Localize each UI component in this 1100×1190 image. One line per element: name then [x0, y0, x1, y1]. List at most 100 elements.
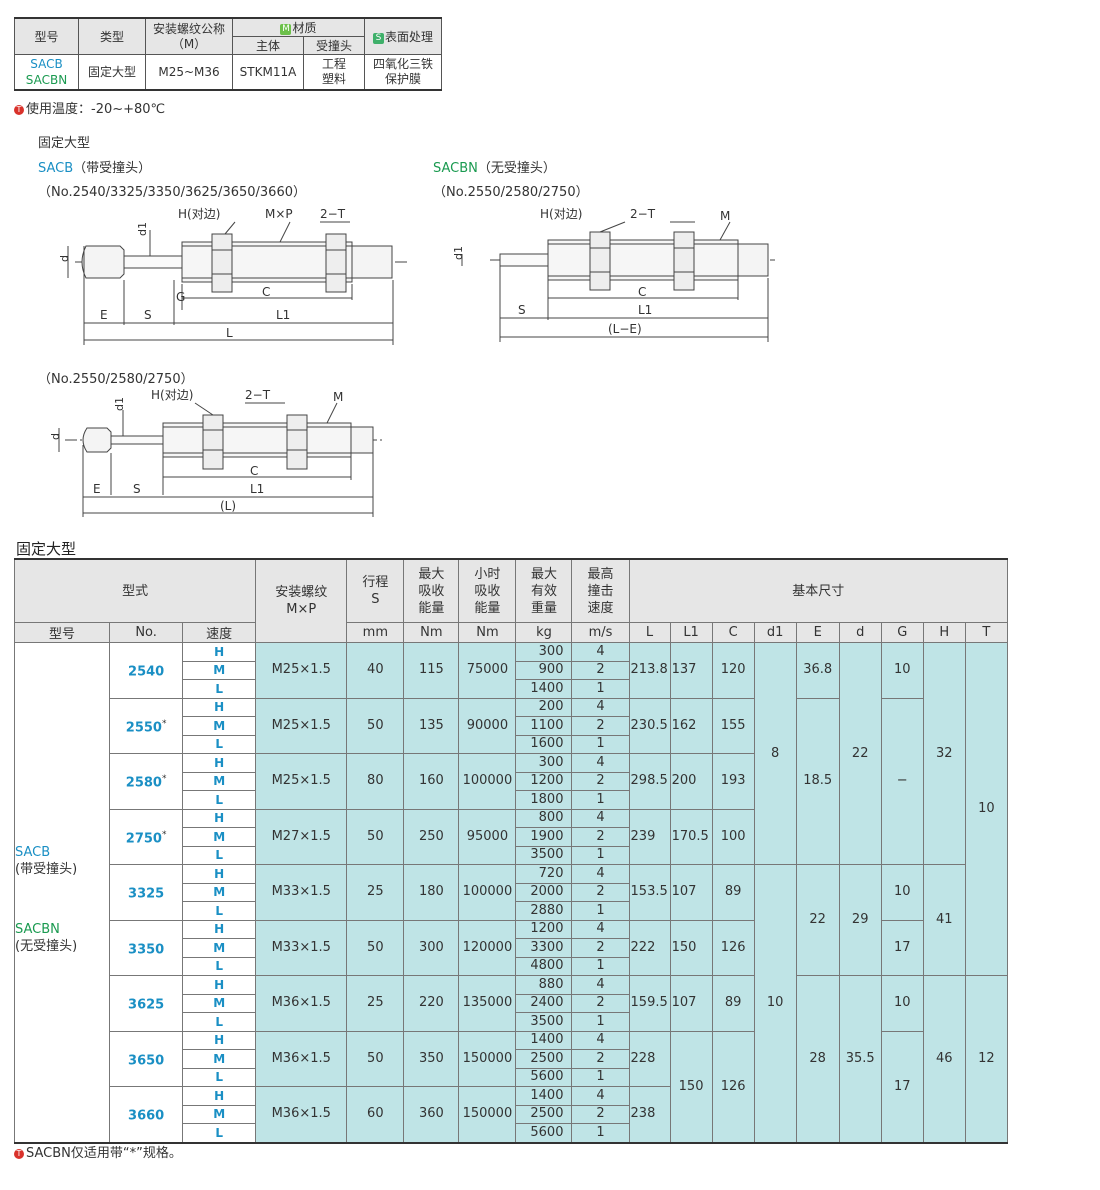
footnote-text: SACBN仅适用带“*”规格。 — [26, 1146, 182, 1161]
no-value: 2540 — [128, 664, 165, 680]
th-maxweight: 最大有效重量 — [515, 558, 573, 623]
model-sacb-sub: (带受撞头) — [15, 861, 78, 877]
no-star: * — [161, 774, 167, 785]
weight-cell: 1400 — [515, 1030, 573, 1050]
dim-d-cell: 29 — [838, 864, 882, 976]
spec-head: 工程 塑料 — [303, 54, 365, 91]
dim-d-cell: 35.5 — [838, 975, 882, 1143]
thread-cell: M33×1.5 — [255, 919, 348, 976]
th-thread-l2: M×P — [286, 602, 317, 617]
th-maxabs: 最大吸收能量 — [403, 558, 460, 623]
thread-cell: M36×1.5 — [255, 1030, 348, 1087]
dim-c-cell: 126 — [711, 919, 755, 976]
weight-cell: 3500 — [515, 845, 573, 865]
speed-cell: H — [182, 1030, 257, 1050]
s-cell: 25 — [346, 975, 405, 1032]
no-cell: 3660 — [109, 1086, 184, 1143]
velocity-cell: 2 — [571, 993, 630, 1013]
dim-d-cell: 22 — [838, 642, 882, 865]
no-cell: 2550* — [109, 697, 184, 754]
velocity-cell: 4 — [571, 864, 630, 884]
speed-cell: L — [182, 790, 257, 810]
s-cell: 80 — [346, 753, 405, 810]
dim-l-cell: 213.8 — [628, 642, 671, 699]
dim-g-cell: 17 — [880, 1030, 924, 1143]
speed-cell: L — [182, 956, 257, 976]
s-cell: 50 — [346, 919, 405, 976]
spec-thread: M25~M36 — [145, 54, 233, 91]
weight-cell: 2000 — [515, 882, 573, 902]
table-title: 固定大型 — [16, 540, 77, 558]
speed-cell: L — [182, 1123, 257, 1143]
th-dims: 基本尺寸 — [628, 558, 1009, 623]
th-maxspeed-l1: 最高 — [587, 566, 614, 582]
dim-g-cell: − — [880, 697, 924, 865]
th-dim-d1: d1 — [753, 622, 797, 643]
dim-l1-cell: 137 — [669, 642, 713, 699]
th-maxabs-l2: 吸收 — [418, 583, 445, 599]
velocity-cell: 1 — [571, 901, 630, 921]
no-value: 3625 — [128, 997, 165, 1013]
th-dim-h: H — [922, 622, 966, 643]
note-icon: T — [14, 105, 24, 115]
diagram1-label-d: d — [58, 255, 71, 262]
weight-cell: 1900 — [515, 827, 573, 847]
no-cell: 3650 — [109, 1030, 184, 1087]
th-hourabs-l2: 吸收 — [474, 583, 501, 599]
weight-cell: 300 — [515, 642, 573, 662]
weight-cell: 1400 — [515, 679, 573, 699]
dim-l1-cell: 150 — [669, 919, 713, 976]
spec-head-2: 塑料 — [321, 72, 346, 86]
th-dim-d: d — [838, 622, 882, 643]
weight-cell: 2880 — [515, 901, 573, 921]
hourabs-cell: 100000 — [458, 864, 517, 921]
velocity-cell: 2 — [571, 660, 630, 680]
weight-cell: 1600 — [515, 734, 573, 754]
weight-cell: 1100 — [515, 716, 573, 736]
weight-cell: 720 — [515, 864, 573, 884]
th-hourabs-l1: 小时 — [474, 566, 501, 582]
dim-h-cell: 32 — [922, 642, 966, 865]
speed-cell: H — [182, 864, 257, 884]
s-cell: 50 — [346, 697, 405, 754]
diagram2-label-t: 2−T — [630, 207, 656, 221]
weight-cell: 3500 — [515, 1012, 573, 1032]
velocity-cell: 1 — [571, 734, 630, 754]
th-maxabs-l3: 能量 — [418, 600, 445, 616]
velocity-cell: 4 — [571, 1030, 630, 1050]
diagram2-label-l1: L1 — [638, 303, 652, 317]
th-hourabs-l3: 能量 — [474, 600, 501, 616]
spec-header-body: 主体 — [232, 36, 304, 55]
th-maxabs-l1: 最大 — [418, 566, 445, 582]
diagram1-label-d1: d1 — [136, 222, 149, 236]
velocity-cell: 1 — [571, 1012, 630, 1032]
diagram2-label-s: S — [518, 303, 526, 317]
diagram2-label-h: H(对边) — [540, 207, 582, 221]
diagram3-label-m: M — [333, 390, 343, 404]
hourabs-cell: 95000 — [458, 808, 517, 865]
diagram1-title-desc: （带受撞头） — [73, 161, 152, 176]
thread-cell: M36×1.5 — [255, 975, 348, 1032]
speed-cell: M — [182, 1104, 257, 1124]
no-value: 3325 — [128, 886, 165, 902]
hourabs-cell: 135000 — [458, 975, 517, 1032]
velocity-cell: 2 — [571, 1104, 630, 1124]
velocity-cell: 4 — [571, 697, 630, 717]
diagram2-title-desc: （无受撞头） — [477, 161, 556, 176]
dim-l-cell: 238 — [628, 1086, 671, 1143]
dim-c-cell: 126 — [711, 1030, 755, 1143]
maxabs-cell: 350 — [403, 1030, 460, 1087]
dim-d1-cell: 8 — [753, 642, 797, 865]
speed-cell: H — [182, 697, 257, 717]
spec-body: STKM11A — [232, 54, 304, 91]
speed-cell: L — [182, 845, 257, 865]
maxabs-cell: 250 — [403, 808, 460, 865]
no-value: 3650 — [128, 1052, 165, 1068]
